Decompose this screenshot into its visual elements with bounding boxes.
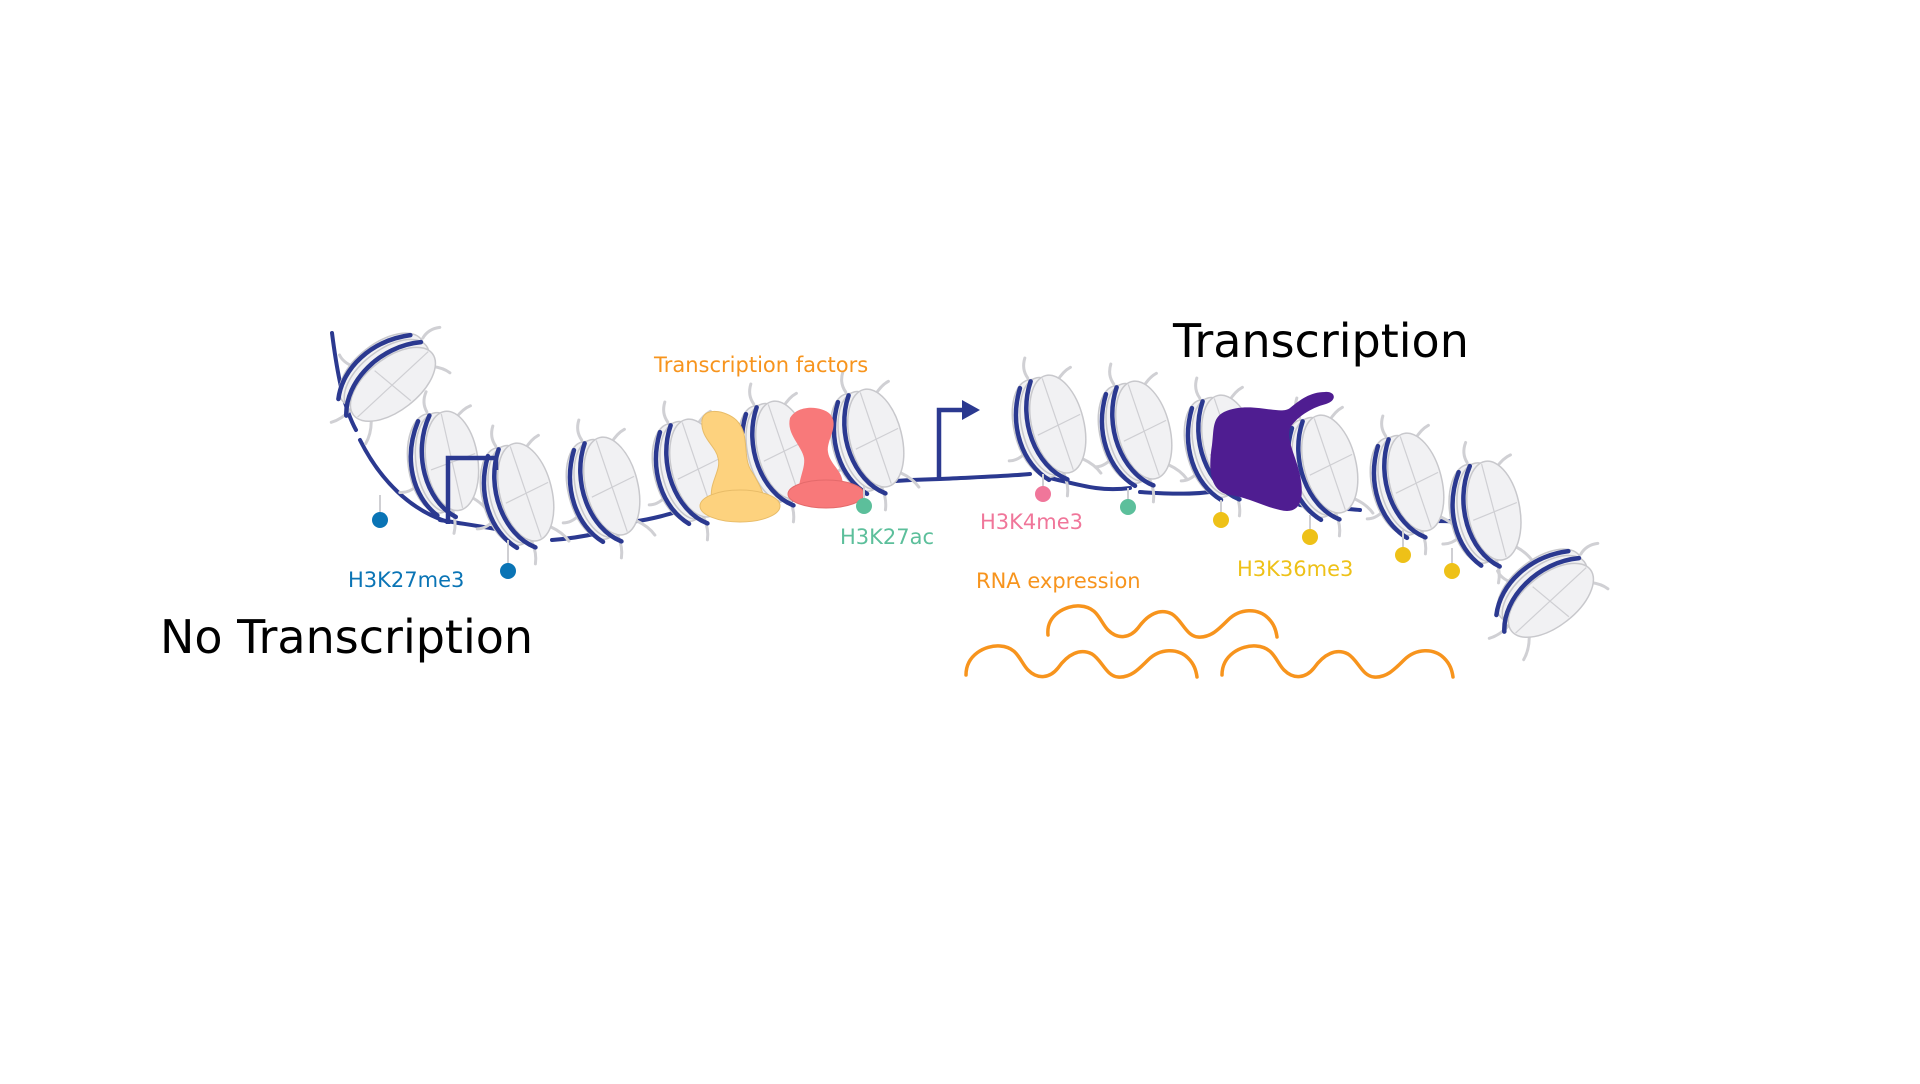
rna-transcripts [964, 604, 1455, 679]
h3k27ac-label: H3K27ac [840, 525, 935, 549]
rna-transcript-3 [1220, 644, 1455, 679]
h3k27ac-mark [1120, 499, 1136, 515]
rna-polymerase [1210, 391, 1334, 511]
h3k27ac-mark [856, 498, 872, 514]
rna-transcript-2 [964, 644, 1199, 679]
h3k36me3-mark [1302, 529, 1318, 545]
no-transcription-title: No Transcription [160, 610, 534, 664]
nucleosome [540, 409, 658, 570]
nucleosome [986, 347, 1104, 508]
h3k4me3-mark [1035, 486, 1051, 502]
rna-transcript-1 [1046, 604, 1279, 639]
transcription-factor-yellow [699, 410, 781, 523]
h3k36me3-mark [1213, 512, 1229, 528]
h3k36me3-mark [1444, 563, 1460, 579]
h3k36me3-mark [1395, 547, 1411, 563]
rna-expression-label: RNA expression [976, 569, 1141, 593]
h3k27me3-label: H3K27me3 [348, 568, 465, 592]
transcription-factors-label: Transcription factors [654, 353, 869, 377]
tss-arrow-active [936, 400, 980, 480]
h3k4me3-label: H3K4me3 [980, 510, 1084, 534]
h3k36me3-label: H3K36me3 [1237, 557, 1354, 581]
h3k27me3-mark [500, 563, 516, 579]
transcription-title: Transcription [1173, 314, 1469, 368]
transcription-factor-red [787, 407, 865, 509]
tss-arrow-inactive [445, 455, 499, 524]
h3k27me3-mark [372, 512, 388, 528]
histone-marks [372, 474, 1460, 579]
